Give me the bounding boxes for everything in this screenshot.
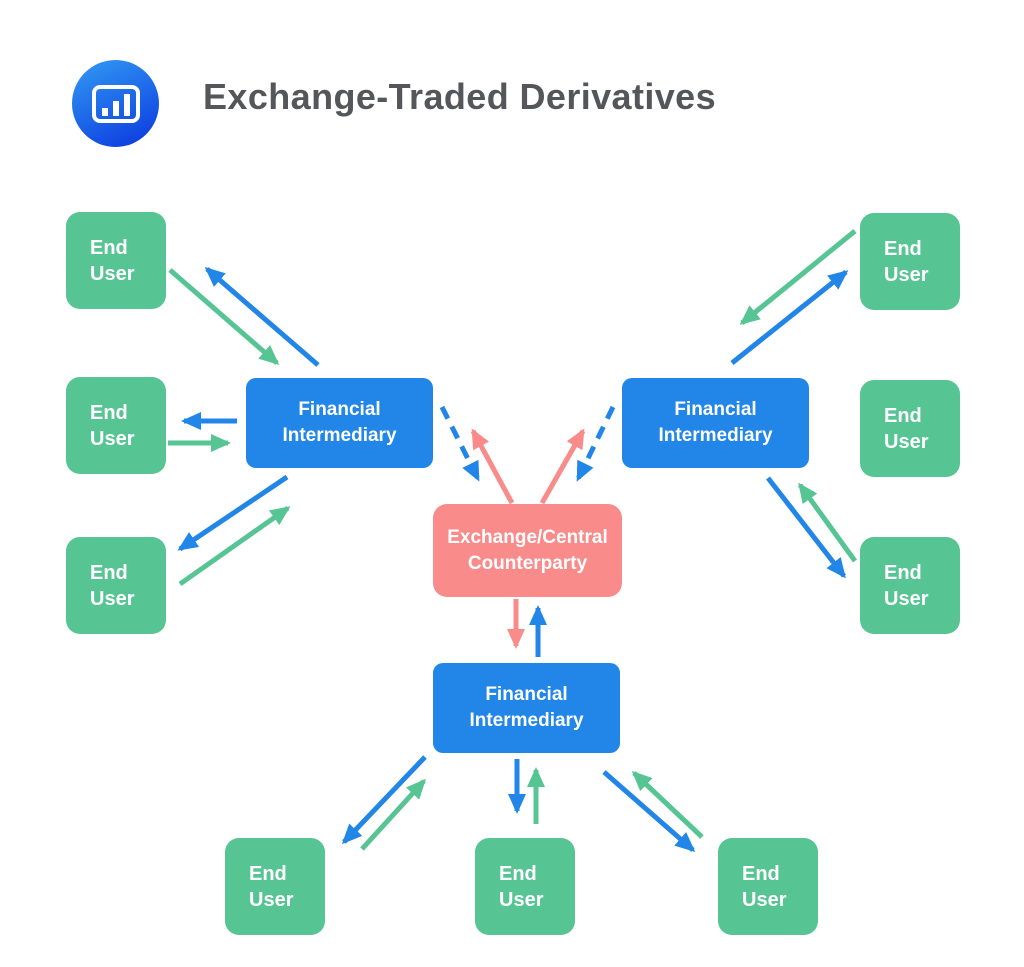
arrow-fi-left-to-eu-left-3 [177,474,289,552]
financial-intermediary-label: Financial Intermediary [469,684,584,731]
arrow-fi-left-to-eu-left-1 [204,267,320,367]
end-user-label: End User [742,862,787,911]
end-user-bottom-2: End User [475,838,575,935]
financial-intermediary-bottom: Financial Intermediary [433,663,620,753]
arrow-fi-right-to-eu-right-1 [730,270,849,365]
end-user-left-2: End User [66,377,166,474]
end-user-label: End User [884,237,929,286]
end-user-left-3: End User [66,537,166,634]
arrow-eu-left-3-to-fi-left [178,505,291,587]
end-user-label: End User [90,561,135,610]
arrow-counterparty-to-fi-left [470,428,515,505]
end-user-bottom-3: End User [718,838,818,935]
bar-chart-icon [91,84,140,123]
end-user-label: End User [499,862,544,911]
end-user-bottom-1: End User [225,838,325,935]
arrow-eu-bottom-3-to-fi-bottom [631,770,704,839]
end-user-label: End User [884,561,929,610]
arrow-eu-right-3-to-fi-right [797,482,858,563]
financial-intermediary-label: Financial Intermediary [658,399,773,446]
end-user-label: End User [90,401,135,450]
end-user-right-3: End User [860,537,960,634]
arrow-fi-right-to-counterparty-dashed [575,405,616,482]
arrow-eu-right-1-to-fi-right [739,229,857,325]
end-user-label: End User [90,236,135,285]
financial-intermediary-label: Financial Intermediary [282,399,397,446]
arrow-counterparty-to-fi-right [539,428,586,505]
arrow-fi-bottom-to-eu-bottom-1 [341,755,427,845]
arrow-fi-left-to-counterparty-dashed [439,405,481,482]
end-user-label: End User [884,404,929,453]
end-user-left-1: End User [66,212,166,309]
arrow-fi-bottom-to-eu-bottom-3 [602,770,696,852]
arrow-fi-right-to-eu-right-3 [766,476,846,579]
counterparty-label: Exchange/Central Counterparty [447,526,608,574]
financial-intermediary-left: Financial Intermediary [246,378,433,468]
end-user-label: End User [249,862,294,911]
end-user-right-1: End User [860,213,960,310]
page-title: Exchange-Traded Derivatives [203,76,717,117]
exchange-central-counterparty: Exchange/Central Counterparty [433,504,622,597]
logo-badge [72,60,159,147]
end-user-right-2: End User [860,380,960,477]
arrow-eu-left-1-to-fi-left [168,268,280,365]
arrow-eu-bottom-1-to-fi-bottom [360,778,427,851]
financial-intermediary-right: Financial Intermediary [622,378,809,468]
